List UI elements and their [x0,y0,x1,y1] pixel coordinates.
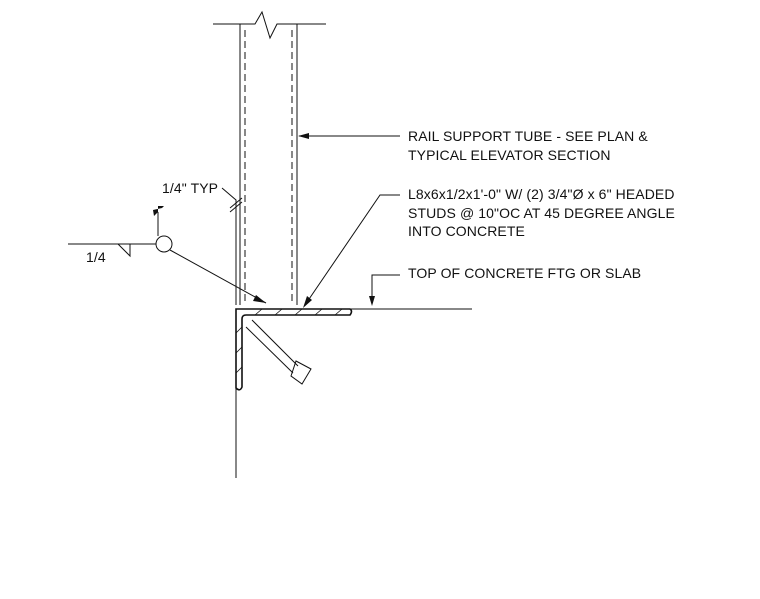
top-concrete-note: TOP OF CONCRETE FTG OR SLAB [408,265,641,281]
headed-stud [245,319,312,385]
weld-size-label: 1/4 [86,249,106,265]
rail-tube-note-line1: RAIL SUPPORT TUBE - SEE PLAN & [408,128,648,144]
concrete-outline [235,308,472,478]
top-concrete-leader [369,274,400,306]
angle-hatch [235,308,343,374]
field-weld-flag-icon [153,206,164,216]
weld-typ-label: 1/4" TYP [162,180,218,196]
angle-note-line3: INTO CONCRETE [408,223,525,239]
angle-note-line1: L8x6x1/2x1'-0" W/ (2) 3/4"Ø x 6" HEADED [408,186,675,202]
break-line [213,10,326,40]
rail-tube-leader [298,133,400,139]
weld-typ-leader [221,187,243,305]
steel-angle [235,308,353,391]
angle-leader [303,194,400,308]
rail-support-tube [239,24,298,305]
weld-symbol [68,206,267,304]
angle-note-line2: STUDS @ 10"OC AT 45 DEGREE ANGLE [408,205,675,221]
rail-tube-note-line2: TYPICAL ELEVATOR SECTION [408,147,611,163]
